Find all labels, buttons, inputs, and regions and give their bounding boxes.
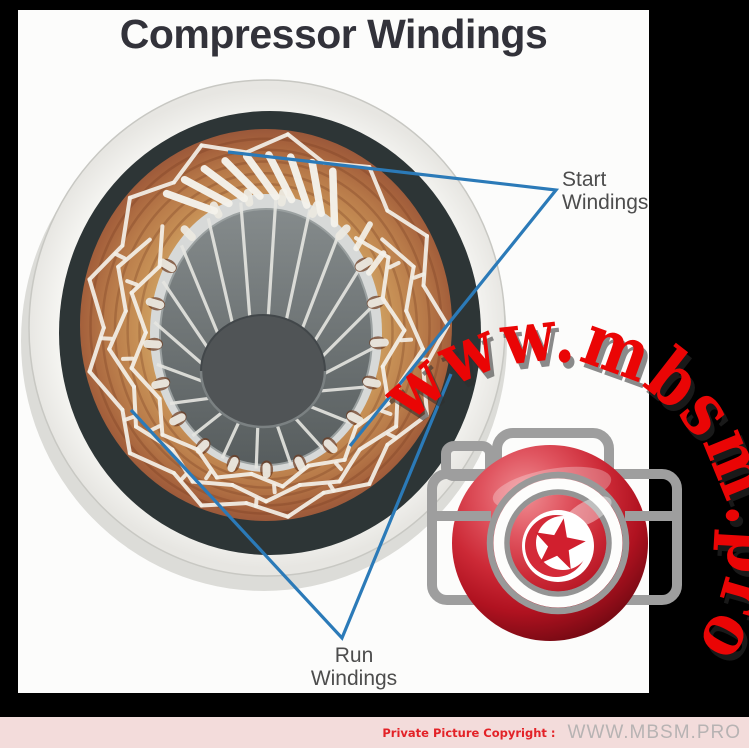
camera-icon xyxy=(427,428,682,641)
camera-outline xyxy=(427,428,682,605)
lens-specular xyxy=(564,496,612,528)
flag-star xyxy=(535,518,586,570)
lens-white-band xyxy=(493,478,623,608)
lens-inner-ring xyxy=(504,489,612,597)
run-windings-label: Run Windings xyxy=(298,644,410,690)
run-windings-label-line1: Run xyxy=(334,644,374,667)
copyright-label: Private Picture Copyright : xyxy=(382,725,556,740)
copyright-bar: Private Picture Copyright : WWW.MBSM.PRO xyxy=(0,717,749,748)
lens-outer-ring xyxy=(486,471,630,615)
annotation-lines xyxy=(129,150,560,641)
rotor-bore-highlight xyxy=(199,370,327,429)
start-windings-label: Start Windings xyxy=(562,168,648,214)
slot-openings xyxy=(143,188,389,479)
page-title: Compressor Windings xyxy=(119,11,548,57)
tunisia-star-crescent-icon xyxy=(509,494,607,592)
start-windings-label-line1: Start xyxy=(562,168,607,191)
start-windings-pointer xyxy=(227,150,560,448)
run-windings-pointer xyxy=(129,373,453,641)
winding-lacing xyxy=(87,132,450,519)
run-windings-label-line2: Windings xyxy=(310,667,398,690)
stator-illustration xyxy=(21,79,507,591)
site-label: WWW.MBSM.PRO xyxy=(567,721,741,743)
slot-liner-spokes xyxy=(153,199,379,469)
start-windings-label-line2: Windings xyxy=(562,191,649,214)
